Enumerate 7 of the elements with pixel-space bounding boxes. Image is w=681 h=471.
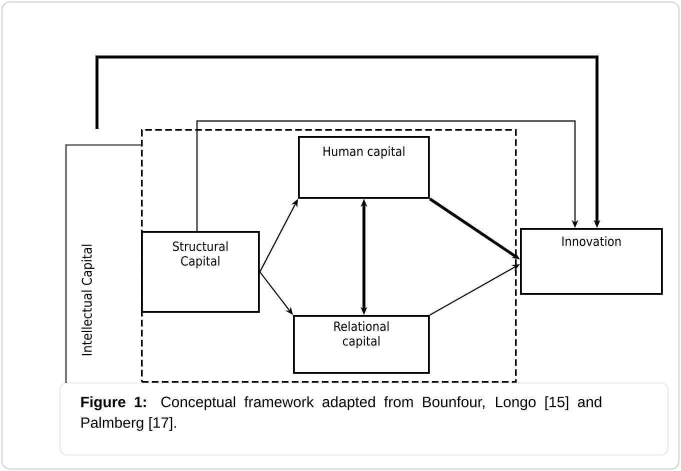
box: Relational capital	[293, 315, 430, 374]
rotated-label: Intellectual Capital	[82, 244, 94, 356]
box: Human capital	[298, 136, 430, 199]
box: Innovation	[520, 228, 663, 295]
box: Structural Capital	[141, 231, 260, 313]
arrow	[196, 120, 578, 231]
caption: Figure 1: Conceptual framework adapted from Bounfour, Longo [15] and Palmberg [17].	[81, 396, 602, 431]
